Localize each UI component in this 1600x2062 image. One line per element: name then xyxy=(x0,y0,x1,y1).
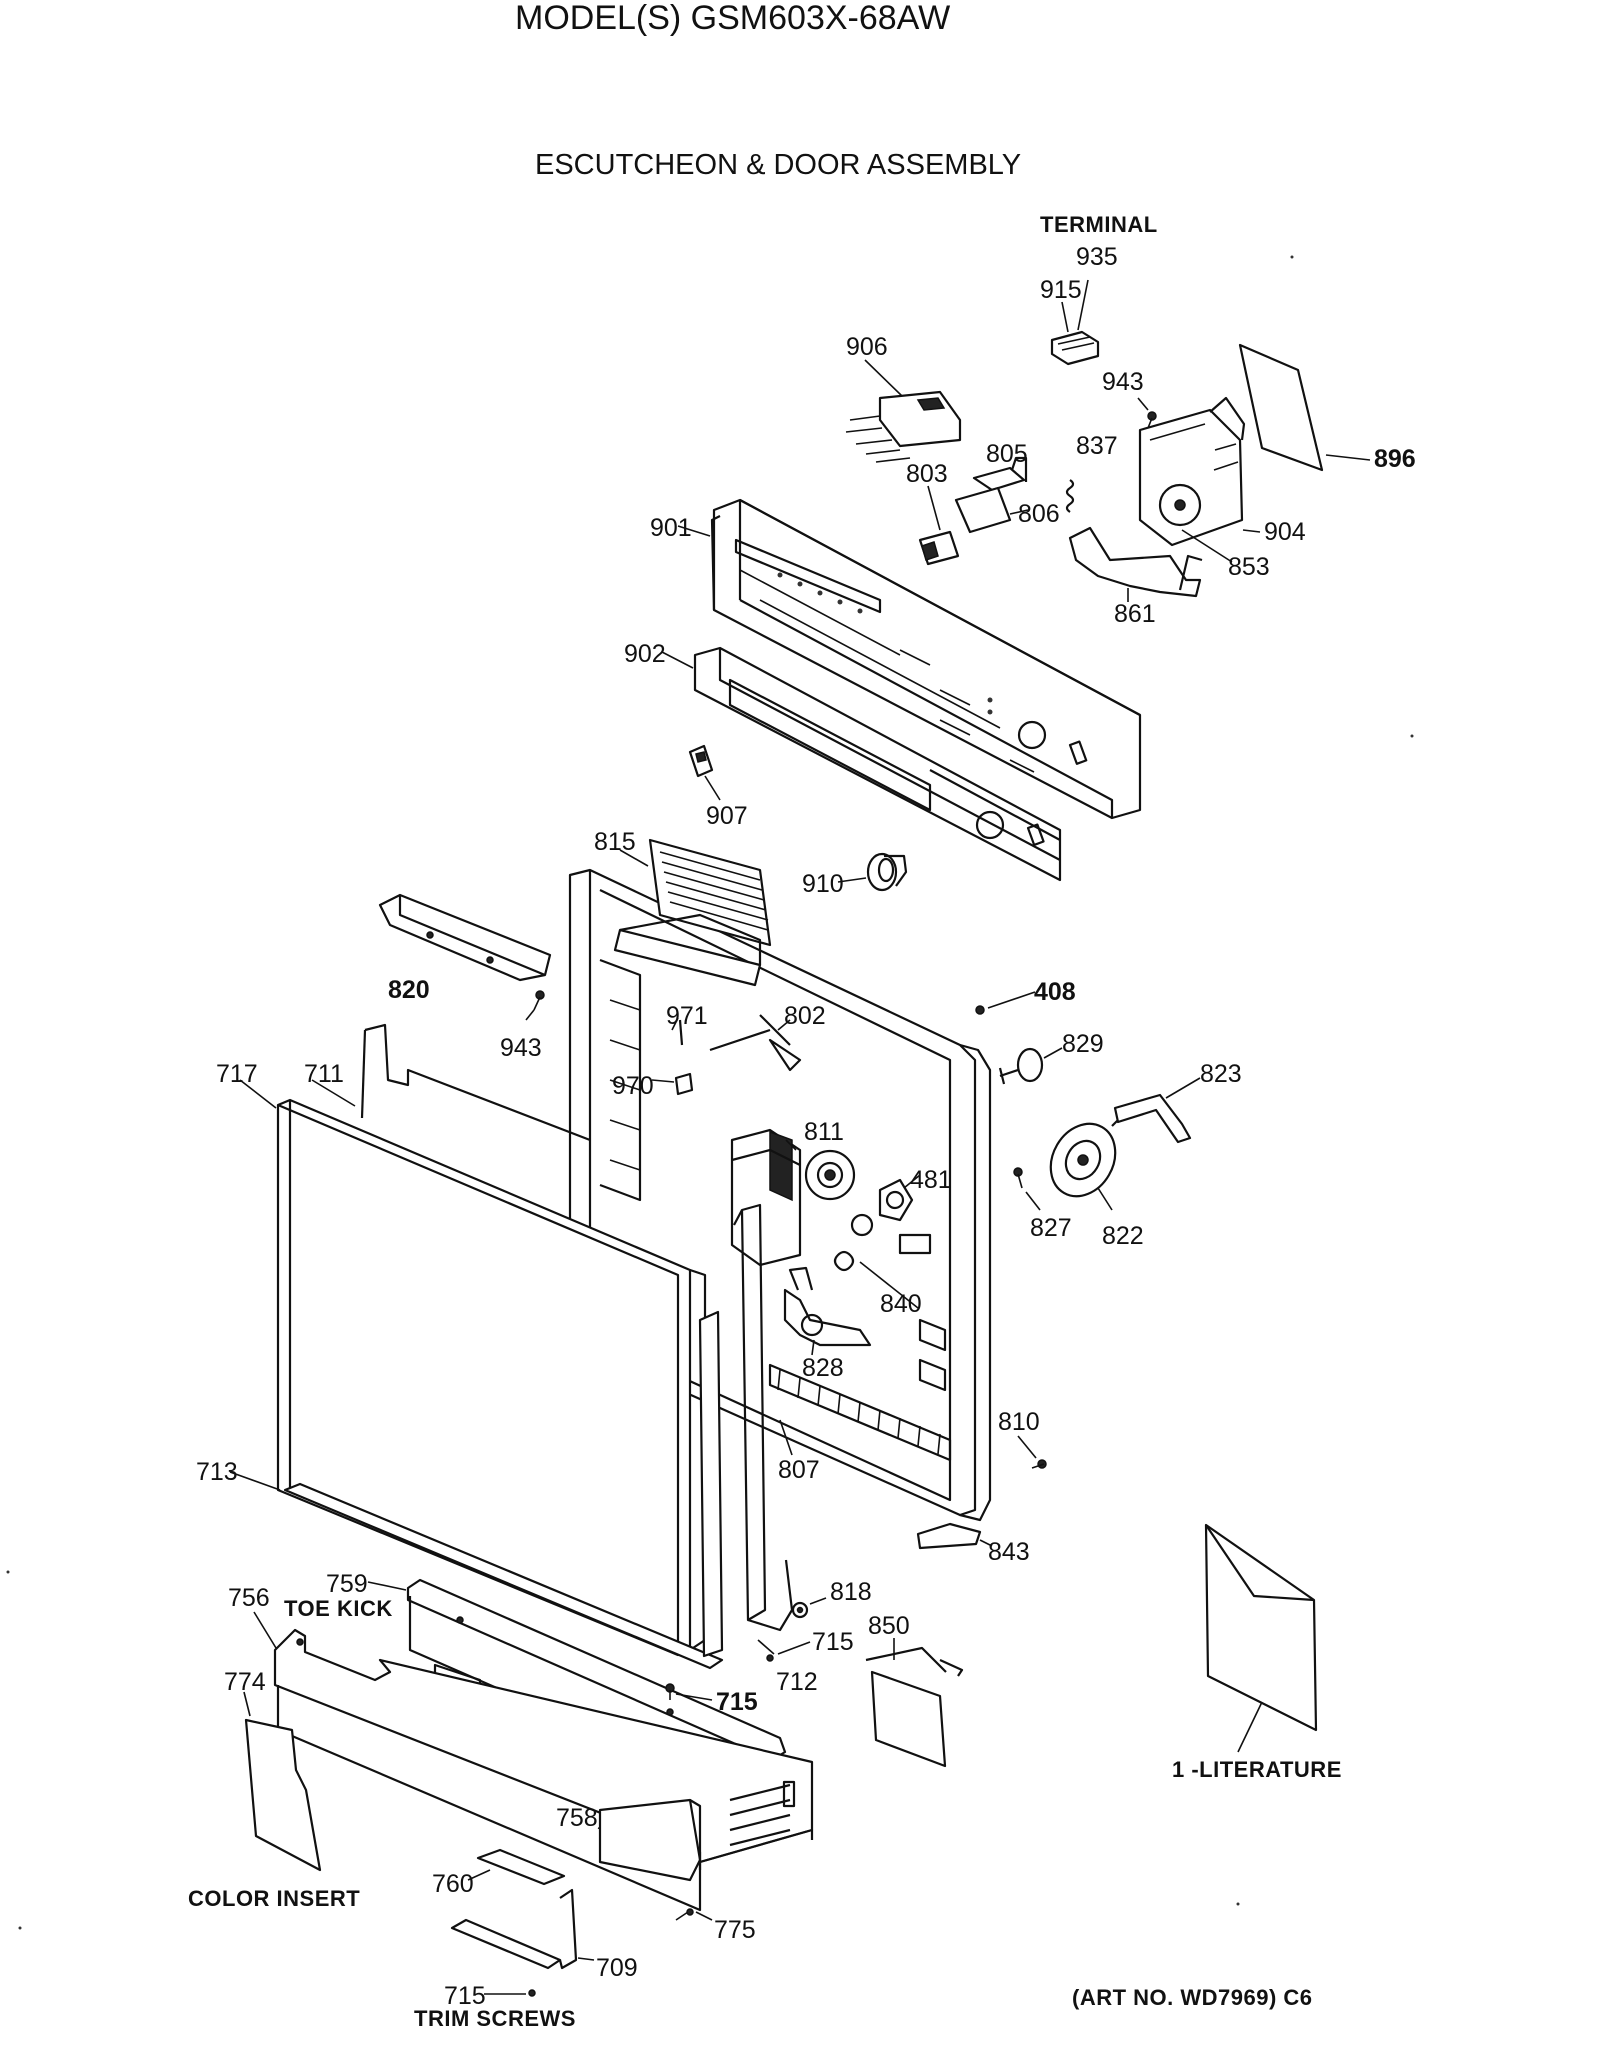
label-840: 840 xyxy=(880,1290,922,1318)
knob-910 xyxy=(866,852,908,892)
switch-803 xyxy=(918,530,960,566)
label-759: 759 xyxy=(326,1570,368,1598)
label-803: 803 xyxy=(906,460,948,488)
label-715-trim: 715 xyxy=(444,1982,486,2010)
label-713: 713 xyxy=(196,1458,238,1486)
literature-envelope xyxy=(1204,1523,1318,1732)
label-775: 775 xyxy=(714,1916,756,1944)
label-970: 970 xyxy=(612,1072,654,1100)
clip-907 xyxy=(688,744,714,778)
label-481: 481 xyxy=(910,1166,952,1194)
screw-827 xyxy=(1013,1167,1023,1189)
terminal-part xyxy=(1050,330,1100,366)
label-715-bold: 715 xyxy=(716,1688,758,1716)
label-711: 711 xyxy=(304,1060,344,1088)
screw-715-mid xyxy=(766,1654,774,1662)
label-906: 906 xyxy=(846,333,888,361)
label-915: 915 xyxy=(1040,276,1082,304)
screw-408 xyxy=(975,1005,985,1015)
label-935: 935 xyxy=(1076,243,1118,271)
bracket-760 xyxy=(476,1848,566,1886)
label-829: 829 xyxy=(1062,1030,1104,1058)
panel-902 xyxy=(693,646,1062,882)
bearing-829 xyxy=(998,1047,1044,1085)
label-802: 802 xyxy=(784,1002,826,1030)
label-806: 806 xyxy=(1018,500,1060,528)
screw-775 xyxy=(675,1908,694,1921)
trim-screws-label: TRIM SCREWS xyxy=(414,2006,576,2031)
label-820: 820 xyxy=(388,976,430,1004)
label-709: 709 xyxy=(596,1954,638,1982)
switch-block-906 xyxy=(845,390,962,463)
label-907: 907 xyxy=(706,802,748,830)
label-943-top: 943 xyxy=(1102,368,1144,396)
console-901 xyxy=(710,498,1142,820)
label-904: 904 xyxy=(1264,518,1306,546)
screw-715-trim xyxy=(528,1989,536,1997)
label-827: 827 xyxy=(1030,1214,1072,1242)
frame-711 xyxy=(360,1023,591,1142)
label-837: 837 xyxy=(1076,432,1118,460)
label-943-left: 943 xyxy=(500,1034,542,1062)
art-number: (ART NO. WD7969) C6 xyxy=(1072,1985,1313,2010)
label-715-mid: 715 xyxy=(812,1628,854,1656)
screw-943-top xyxy=(1147,411,1157,429)
handle-820 xyxy=(378,893,552,982)
gear-822 xyxy=(1049,1122,1117,1198)
label-760: 760 xyxy=(432,1870,474,1898)
label-712: 712 xyxy=(776,1668,818,1696)
timer-904 xyxy=(1138,396,1246,547)
toe-kick-front xyxy=(598,1798,702,1882)
label-823: 823 xyxy=(1200,1060,1242,1088)
label-910: 910 xyxy=(802,870,844,898)
bracket-805 xyxy=(972,456,1028,492)
toe-kick-label: TOE KICK xyxy=(284,1596,393,1621)
color-insert-774 xyxy=(244,1718,322,1872)
assembly-title: ESCUTCHEON & DOOR ASSEMBLY xyxy=(535,149,1021,181)
label-756: 756 xyxy=(228,1584,270,1612)
label-811: 811 xyxy=(804,1118,844,1146)
hinge-843 xyxy=(916,1522,982,1550)
label-818: 818 xyxy=(830,1578,872,1606)
label-971: 971 xyxy=(666,1002,708,1030)
insulator-806 xyxy=(954,486,1012,534)
label-717: 717 xyxy=(216,1060,258,1088)
label-828: 828 xyxy=(802,1354,844,1382)
strip-713 xyxy=(283,1482,724,1670)
label-805: 805 xyxy=(986,440,1028,468)
channel-712 xyxy=(698,1203,794,1658)
screw-810 xyxy=(1031,1459,1047,1469)
model-title: MODEL(S) GSM603X-68AW xyxy=(515,0,950,37)
screw-715-bold xyxy=(665,1683,675,1700)
label-810: 810 xyxy=(998,1408,1040,1436)
label-861: 861 xyxy=(1114,600,1156,628)
label-901: 901 xyxy=(650,514,692,542)
label-902: 902 xyxy=(624,640,666,668)
bumper-818 xyxy=(791,1601,809,1619)
label-774: 774 xyxy=(224,1668,266,1696)
cover-850 xyxy=(865,1646,964,1768)
trim-709 xyxy=(450,1888,578,1970)
terminal-label: TERMINAL xyxy=(1040,212,1158,237)
label-822: 822 xyxy=(1102,1222,1144,1250)
color-insert-label: COLOR INSERT xyxy=(188,1886,360,1911)
label-853: 853 xyxy=(1228,553,1270,581)
shaft-823 xyxy=(1111,1093,1192,1144)
screw-943-left xyxy=(533,990,545,1011)
spring-837 xyxy=(1065,479,1075,513)
label-896: 896 xyxy=(1374,445,1416,473)
label-843: 843 xyxy=(988,1538,1030,1566)
label-815: 815 xyxy=(594,828,636,856)
label-758: 758 xyxy=(556,1804,598,1832)
cam-861 xyxy=(1068,526,1203,598)
sheet-896 xyxy=(1238,343,1324,472)
label-408: 408 xyxy=(1034,978,1076,1006)
literature-label: 1 -LITERATURE xyxy=(1172,1757,1342,1782)
label-807: 807 xyxy=(778,1456,820,1484)
label-850: 850 xyxy=(868,1612,910,1640)
